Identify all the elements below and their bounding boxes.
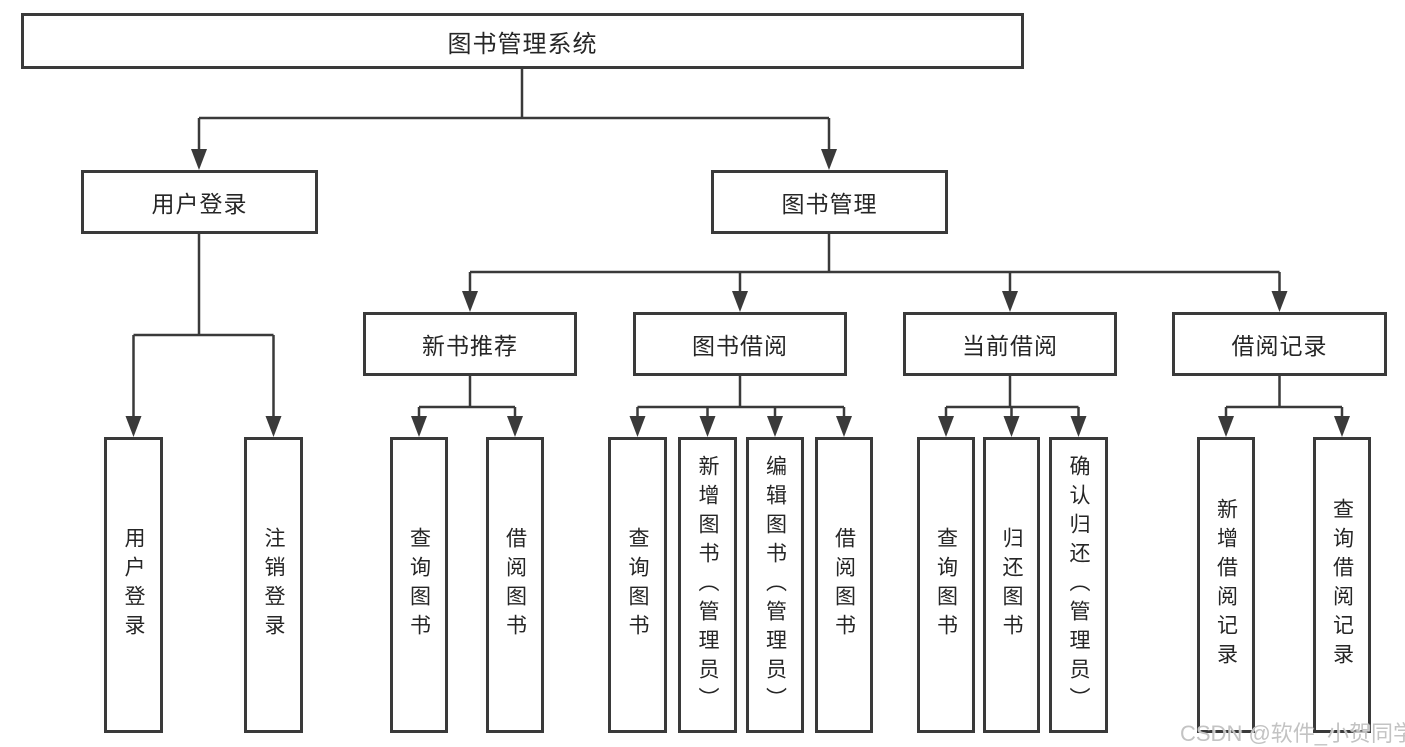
node-root: 图书管理系统 [21, 13, 1024, 69]
arrow-down-icon [699, 416, 716, 437]
node-query-books-current: 查询图书 [917, 437, 975, 733]
node-borrow-records: 借阅记录 [1172, 312, 1387, 376]
node-edit-book-admin: 编辑图书（管理员） [746, 437, 804, 733]
node-confirm-return-admin-label: 确认归还（管理员） [1067, 454, 1090, 716]
arrow-down-icon [1002, 291, 1018, 312]
node-borrow-books-recommend: 借阅图书 [486, 437, 544, 733]
node-user-login-action: 用户登录 [104, 437, 163, 733]
node-user-login: 用户登录 [81, 170, 318, 234]
node-query-books-recommend-label: 查询图书 [407, 527, 431, 643]
node-book-borrow: 图书借阅 [633, 312, 847, 376]
arrow-down-icon [767, 416, 783, 437]
arrow-down-icon [411, 416, 427, 437]
node-add-book-admin: 新增图书（管理员） [678, 437, 737, 733]
node-book-management: 图书管理 [711, 170, 948, 234]
node-return-books: 归还图书 [983, 437, 1040, 733]
node-logout-label: 注销登录 [262, 527, 285, 643]
node-return-books-label: 归还图书 [1000, 527, 1023, 643]
watermark: CSDN @软件_小贺同学 [1180, 721, 1405, 746]
node-add-borrow-record-label: 新增借阅记录 [1214, 498, 1238, 672]
node-query-books-current-label: 查询图书 [934, 527, 958, 643]
node-confirm-return-admin: 确认归还（管理员） [1049, 437, 1108, 733]
node-query-books-borrow-label: 查询图书 [626, 527, 649, 643]
node-book-management-label: 图书管理 [781, 191, 878, 217]
node-book-borrow-label: 图书借阅 [692, 333, 788, 359]
arrow-down-icon [732, 291, 748, 312]
node-root-label: 图书管理系统 [447, 30, 598, 58]
node-add-borrow-record: 新增借阅记录 [1197, 437, 1255, 733]
node-user-login-action-label: 用户登录 [122, 527, 145, 643]
node-logout: 注销登录 [244, 437, 303, 733]
arrow-down-icon [821, 149, 837, 170]
arrow-down-icon [462, 291, 478, 312]
arrow-down-icon [265, 416, 282, 437]
node-edit-book-admin-label: 编辑图书（管理员） [763, 454, 787, 716]
arrow-down-icon [938, 416, 954, 437]
arrow-down-icon [1271, 291, 1288, 312]
node-borrow-books-recommend-label: 借阅图书 [503, 527, 527, 643]
node-borrow-books-action-label: 借阅图书 [832, 527, 856, 643]
node-borrow-records-label: 借阅记录 [1231, 333, 1328, 359]
node-current-borrow: 当前借阅 [903, 312, 1117, 376]
node-query-borrow-record-label: 查询借阅记录 [1330, 498, 1354, 672]
node-add-book-admin-label: 新增图书（管理员） [696, 454, 719, 716]
node-current-borrow-label: 当前借阅 [962, 333, 1058, 359]
node-new-book-recommend-label: 新书推荐 [422, 333, 518, 359]
arrow-down-icon [629, 416, 646, 437]
node-new-book-recommend: 新书推荐 [363, 312, 577, 376]
arrow-down-icon [1334, 416, 1350, 437]
arrowhead-icons [125, 149, 1350, 437]
arrow-down-icon [507, 416, 523, 437]
node-query-books-recommend: 查询图书 [390, 437, 448, 733]
node-user-login-label: 用户登录 [151, 191, 248, 217]
arrow-down-icon [125, 416, 142, 437]
arrow-down-icon [1003, 416, 1020, 437]
arrow-down-icon [191, 149, 207, 170]
tree-edges [132, 69, 1344, 419]
node-query-borrow-record: 查询借阅记录 [1313, 437, 1371, 733]
arrow-down-icon [1218, 416, 1234, 437]
node-query-books-borrow: 查询图书 [608, 437, 667, 733]
arrow-down-icon [1070, 416, 1087, 437]
node-borrow-books-action: 借阅图书 [815, 437, 873, 733]
arrow-down-icon [836, 416, 852, 437]
